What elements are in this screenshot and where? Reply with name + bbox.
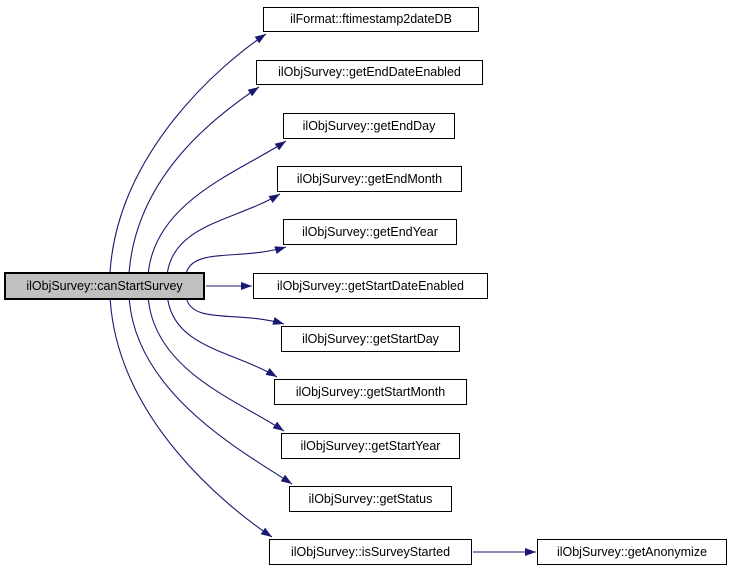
call-edge xyxy=(166,193,281,273)
call-graph-node[interactable]: ilObjSurvey::getEndMonth xyxy=(277,166,462,192)
call-graph-node[interactable]: ilObjSurvey::getStartDateEnabled xyxy=(253,273,488,299)
call-graph-node[interactable]: ilObjSurvey::getAnonymize xyxy=(537,539,727,565)
call-edge xyxy=(128,299,293,485)
call-graph-node[interactable]: ilFormat::ftimestamp2dateDB xyxy=(263,7,479,32)
call-graph-node[interactable]: ilObjSurvey::getEndYear xyxy=(283,219,457,245)
call-edge xyxy=(147,140,287,273)
call-graph-node[interactable]: ilObjSurvey::getStatus xyxy=(289,486,452,512)
call-graph-node[interactable]: ilObjSurvey::getStartYear xyxy=(281,433,460,459)
call-graph-node[interactable]: ilObjSurvey::getStartMonth xyxy=(274,379,467,405)
call-edge xyxy=(167,299,278,378)
call-edge xyxy=(109,299,273,538)
call-graph-node[interactable]: ilObjSurvey::getStartDay xyxy=(281,326,460,352)
call-graph-node[interactable]: ilObjSurvey::getEndDay xyxy=(283,113,455,139)
call-graph-node[interactable]: ilObjSurvey::isSurveyStarted xyxy=(269,539,472,565)
call-edge xyxy=(128,86,260,273)
call-edge xyxy=(186,299,285,325)
call-graph-main-node[interactable]: ilObjSurvey::canStartSurvey xyxy=(4,272,205,300)
call-graph-node[interactable]: ilObjSurvey::getEndDateEnabled xyxy=(256,60,483,85)
call-edge xyxy=(186,246,287,273)
call-edge xyxy=(109,33,267,273)
call-edge xyxy=(147,299,285,432)
